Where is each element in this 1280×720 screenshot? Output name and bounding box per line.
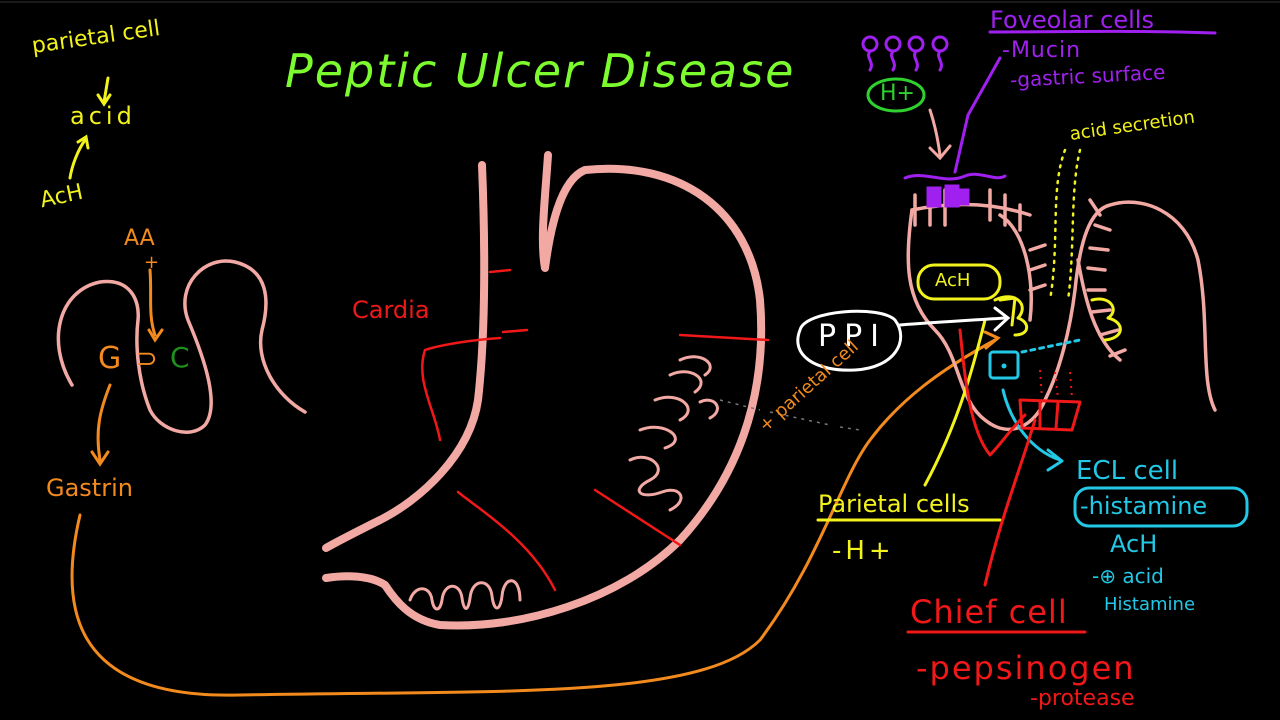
- ecl-dot: [1002, 364, 1007, 369]
- chief-cell-elements: [908, 330, 1085, 632]
- acid-dot-line-2: [1068, 150, 1080, 300]
- ecl-arrowhead: [1048, 450, 1062, 470]
- label-histamine: -histamine: [1080, 494, 1207, 518]
- mucin-pointer-line: [955, 58, 1000, 172]
- label-ecl-plus-acid: -⊕ acid: [1092, 566, 1164, 586]
- gastrin-to-parietal-arrowhead: [985, 332, 998, 348]
- mucin-molecule-4: [933, 37, 947, 51]
- mucin-granule-3: [960, 190, 968, 204]
- label-h-plus-circle: H+: [880, 83, 915, 105]
- label-acid: acid: [70, 104, 136, 128]
- mucin-molecule-1: [863, 37, 877, 51]
- cardia-pointer-line: [422, 338, 500, 440]
- antrum-line: [458, 492, 555, 590]
- label-cardia: Cardia: [352, 298, 430, 322]
- label-aa: AA: [124, 228, 155, 250]
- mucin-granule-2: [946, 186, 958, 206]
- gastric-gland: [908, 190, 1215, 429]
- region-lines: [422, 270, 768, 590]
- body-antrum-line: [595, 490, 680, 545]
- label-mucin: -Mucin: [1002, 40, 1081, 62]
- mucin-stalk-1: [869, 51, 872, 70]
- mucin-layer: [905, 174, 1005, 179]
- label-ecl-histamine2: Histamine: [1104, 596, 1195, 614]
- fundus-body-line: [680, 335, 768, 340]
- label-c: C: [170, 344, 190, 372]
- gland-outline-outer: [908, 202, 1215, 429]
- label-ach-gland: AcH: [935, 272, 970, 290]
- pepsin-dot-3: [1070, 372, 1072, 398]
- histamine-dotted-path: [1022, 340, 1080, 352]
- ach-to-acid-arrow: [70, 140, 85, 178]
- mucin-molecule-3: [909, 37, 923, 51]
- antrum-rugae: [410, 581, 520, 609]
- mucin-granule-1: [928, 188, 940, 206]
- chief-cell-box: [1020, 400, 1080, 430]
- label-g-arrow: ⊃: [136, 346, 158, 372]
- label-gastrin: Gastrin: [46, 476, 133, 500]
- mucin-stalk-3: [915, 51, 918, 70]
- label-protease: -protease: [1030, 688, 1135, 710]
- stomach-lesser-curvature: [326, 165, 484, 548]
- page-title: Peptic Ulcer Disease: [285, 48, 795, 94]
- label-ecl-ach: AcH: [1110, 532, 1157, 556]
- mucin-stalk-4: [939, 51, 942, 70]
- chief-cell-divider-2: [1056, 402, 1058, 428]
- g-to-gastrin-arrow: [98, 385, 110, 460]
- parietal-cell-left: [995, 297, 1027, 335]
- cardia-mark-1: [490, 270, 510, 272]
- label-foveolar-cells: Foveolar cells: [990, 8, 1154, 32]
- ach-to-parietal-arrow: [1000, 298, 1015, 325]
- mucin-stalk-2: [892, 51, 895, 70]
- label-g-cell: G: [98, 344, 121, 374]
- body-rugae: [630, 357, 717, 510]
- h-plus-arrow: [930, 110, 950, 158]
- label-pepsinogen: -pepsinogen: [916, 652, 1136, 684]
- label-aa-plus: +: [144, 254, 159, 272]
- acid-dot-line-1: [1050, 150, 1065, 300]
- label-chief-cell: Chief cell: [910, 596, 1068, 628]
- label-parietal-h-plus: -H+: [832, 538, 895, 564]
- mucin-molecule-2: [886, 37, 900, 51]
- aa-to-g-arrow: [150, 270, 155, 335]
- parietal-label-line: [925, 320, 985, 485]
- pepsin-dot-1: [1040, 370, 1042, 398]
- ppi-arrow-line: [900, 318, 1005, 325]
- label-ecl-cell: ECL cell: [1076, 458, 1178, 484]
- chief-label-line: [985, 420, 1035, 585]
- chief-loop-line: [960, 330, 1025, 455]
- rugae: [410, 357, 717, 609]
- cardia-mark-2: [503, 330, 527, 332]
- label-parietal-cells: Parietal cells: [818, 492, 970, 516]
